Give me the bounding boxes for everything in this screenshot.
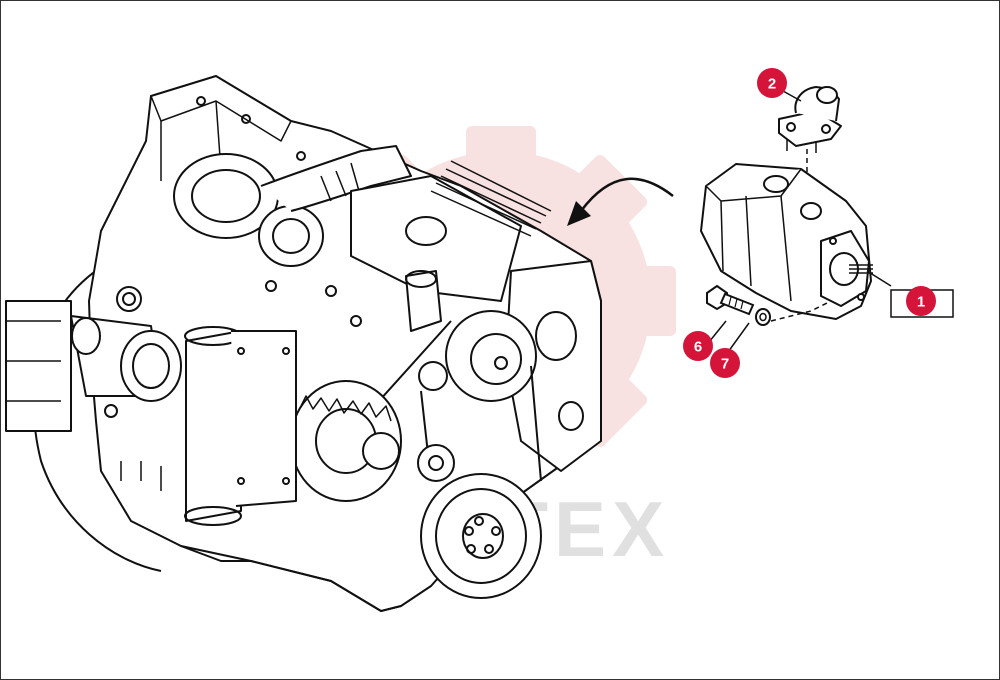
suction-flange-part [778, 86, 842, 153]
bolt-part [706, 284, 755, 316]
callout-badge: 2 [757, 68, 787, 98]
engine-illustration [5, 75, 602, 612]
callout-badge: 6 [683, 331, 713, 361]
callout-label: 7 [721, 356, 729, 373]
callout-badge: 7 [710, 348, 740, 378]
curved-arrow-icon [567, 177, 674, 226]
callout-label: 1 [917, 294, 925, 311]
callout-badge: 1 [906, 286, 936, 316]
washer-part [755, 308, 771, 326]
callout-label: 6 [694, 339, 702, 356]
hydraulic-pump-part [700, 163, 873, 320]
callout-label: 2 [768, 76, 776, 93]
